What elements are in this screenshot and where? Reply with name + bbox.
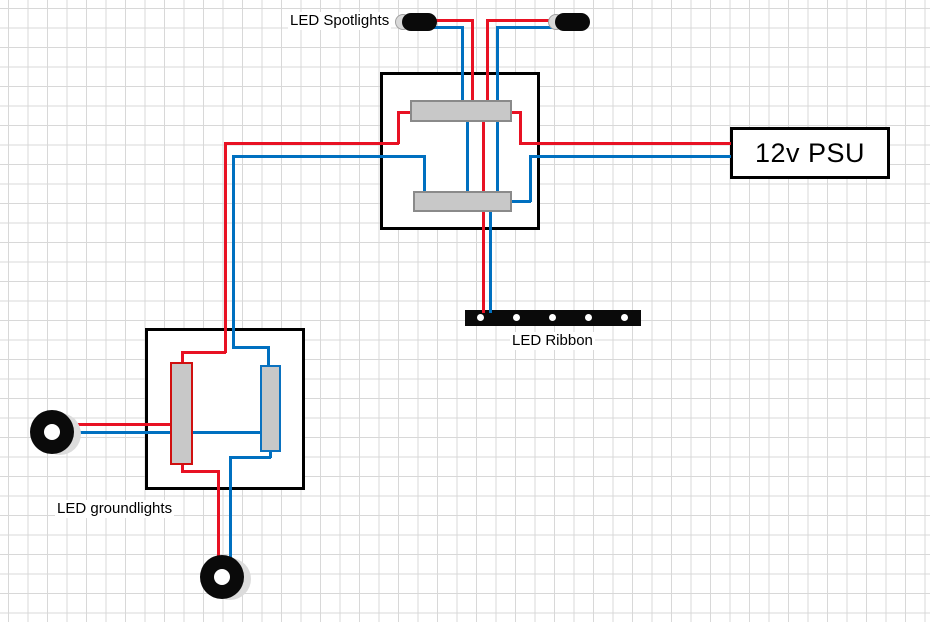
groundlight-hole: [44, 424, 60, 440]
wire-blue-segment: [232, 155, 235, 348]
terminal-block-lower-left: [170, 362, 193, 465]
wire-red-segment: [486, 19, 556, 22]
wire-blue-segment: [232, 155, 425, 158]
terminal-block-upper-bottom: [413, 191, 512, 212]
wire-red-segment: [482, 210, 485, 313]
wire-red-segment: [181, 351, 184, 365]
page-right-margin: [930, 0, 938, 622]
wire-blue-segment: [529, 155, 731, 158]
label-led-groundlights: LED groundlights: [55, 500, 175, 518]
led-spotlight-icon: [548, 13, 590, 31]
wire-blue-segment: [461, 26, 464, 102]
label-led-spotlights: LED Spotlights: [288, 12, 392, 30]
wire-red-segment: [224, 142, 399, 145]
wire-blue-segment: [496, 26, 556, 29]
wire-blue-segment: [423, 155, 426, 193]
wire-red-segment: [217, 470, 220, 561]
led-ribbon-strip: [465, 310, 641, 326]
wire-red-segment: [519, 111, 522, 144]
wire-blue-segment: [466, 121, 469, 194]
wire-red-segment: [510, 111, 521, 114]
wire-blue-segment: [489, 210, 492, 313]
led-groundlight-icon: [30, 410, 82, 456]
wire-blue-segment: [267, 346, 270, 368]
wire-blue-segment: [510, 200, 531, 203]
ribbon-led-dot: [621, 314, 628, 321]
wire-blue-segment: [496, 121, 499, 194]
wire-blue-segment: [73, 431, 263, 434]
ribbon-led-dot: [585, 314, 592, 321]
wire-red-segment: [482, 121, 485, 194]
wire-red-segment: [181, 351, 226, 354]
ribbon-led-dot: [513, 314, 520, 321]
wire-red-segment: [519, 142, 731, 145]
spotlight-body-icon: [555, 13, 590, 31]
terminal-block-lower-right: [260, 365, 281, 452]
psu-box: 12v PSU: [730, 127, 890, 179]
wire-blue-segment: [229, 456, 271, 459]
wire-blue-segment: [232, 346, 269, 349]
wire-blue-segment: [433, 26, 463, 29]
wire-red-segment: [433, 19, 473, 22]
wire-blue-segment: [269, 450, 272, 458]
wire-red-segment: [486, 19, 489, 102]
wire-red-segment: [397, 111, 400, 144]
led-groundlight-icon: [200, 555, 252, 601]
wire-red-segment: [471, 19, 474, 102]
wire-blue-segment: [229, 456, 232, 561]
wire-blue-segment: [496, 26, 499, 102]
ribbon-led-dot: [549, 314, 556, 321]
spotlight-body-icon: [402, 13, 437, 31]
ribbon-led-dot: [477, 314, 484, 321]
wire-red-segment: [73, 423, 173, 426]
groundlight-hole: [214, 569, 230, 585]
psu-label: 12v PSU: [754, 137, 866, 168]
terminal-block-upper-top: [410, 100, 512, 122]
wire-blue-segment: [529, 155, 532, 202]
wire-red-segment: [181, 462, 184, 472]
wire-red-segment: [181, 470, 219, 473]
wire-red-segment: [397, 111, 412, 114]
label-led-ribbon: LED Ribbon: [510, 332, 595, 350]
wire-red-segment: [224, 142, 227, 353]
led-spotlight-icon: [395, 13, 437, 31]
